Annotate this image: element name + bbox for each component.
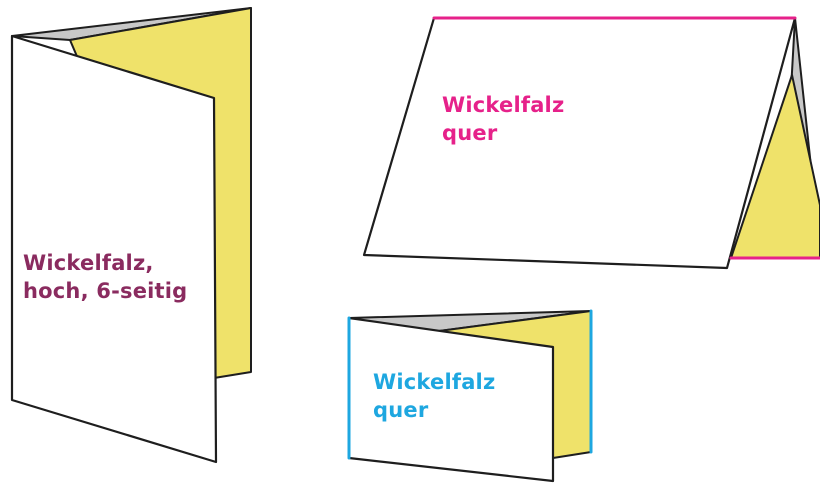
label-line: Wickelfalz	[442, 91, 564, 119]
brochure-landscape-large	[364, 18, 820, 268]
label-line: quer	[442, 119, 564, 147]
label-portrait-brochure: Wickelfalz, hoch, 6-seitig	[23, 249, 187, 305]
label-line: Wickelfalz	[373, 368, 495, 396]
label-line: Wickelfalz,	[23, 249, 187, 277]
label-line: hoch, 6-seitig	[23, 277, 187, 305]
label-line: quer	[373, 396, 495, 424]
brochure-portrait	[12, 8, 251, 462]
label-landscape-small: Wickelfalz quer	[373, 368, 495, 424]
label-landscape-large: Wickelfalz quer	[442, 91, 564, 147]
front-panel-white	[364, 18, 795, 268]
